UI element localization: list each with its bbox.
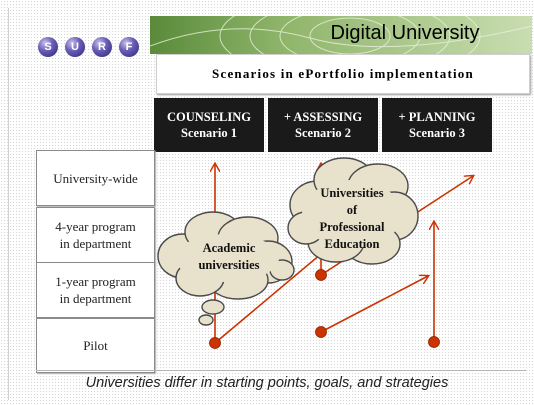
level-pilot: Pilot bbox=[36, 318, 155, 373]
scenario-2-title: + ASSESSING bbox=[283, 110, 363, 124]
title-banner: Digital University bbox=[150, 16, 532, 54]
start-dot-scenario-1 bbox=[209, 337, 221, 349]
level-label: 1-year program in department bbox=[55, 274, 136, 306]
level-university-wide: University-wide bbox=[36, 150, 155, 206]
professional-cloud-line2: of bbox=[347, 203, 358, 217]
subtitle-box: Scenarios in ePortfolio implementation bbox=[156, 54, 530, 94]
logo-letter: F bbox=[119, 37, 139, 57]
scenario-3-title: + PLANNING bbox=[398, 110, 476, 124]
caption-rule bbox=[36, 370, 526, 371]
academic-cloud-line1: Academic bbox=[203, 241, 256, 255]
subtitle-text: Scenarios in ePortfolio implementation bbox=[212, 66, 474, 81]
scenario-2-label: Scenario 2 bbox=[295, 126, 351, 140]
professional-cloud-line1: Universities bbox=[320, 186, 383, 200]
academic-universities-cloud: Academic universities bbox=[157, 211, 295, 326]
start-dot-scenario-2-upper bbox=[315, 269, 327, 281]
professional-cloud-line3: Professional bbox=[319, 220, 385, 234]
start-dot-scenario-2-lower bbox=[315, 326, 327, 338]
surf-logo: S U R F bbox=[38, 37, 139, 57]
arrow-diagonal-bottom bbox=[320, 276, 428, 333]
start-dot-scenario-3 bbox=[428, 336, 440, 348]
professional-cloud-line4: Education bbox=[325, 237, 380, 251]
logo-letter: R bbox=[92, 37, 112, 57]
academic-cloud-line2: universities bbox=[198, 258, 259, 272]
logo-letter: S bbox=[38, 37, 58, 57]
caption: Universities differ in starting points, … bbox=[85, 375, 449, 391]
left-rule bbox=[8, 8, 9, 400]
scenario-1-title: COUNSELING bbox=[166, 110, 252, 124]
level-1-year-program: 1-year program in department bbox=[36, 262, 155, 318]
page-title: Digital University bbox=[330, 22, 480, 44]
level-4-year-program: 4-year program in department bbox=[36, 207, 155, 263]
level-label: University-wide bbox=[53, 170, 138, 186]
professional-education-cloud: Universities of Professional Education bbox=[287, 157, 419, 265]
banner-swirl-decoration bbox=[150, 16, 532, 54]
level-label: Pilot bbox=[83, 338, 108, 353]
logo-letter: U bbox=[65, 37, 85, 57]
scenario-2-box: + ASSESSING Scenario 2 bbox=[268, 98, 378, 152]
scenario-3-label: Scenario 3 bbox=[409, 126, 465, 140]
scenario-1-box: COUNSELING Scenario 1 bbox=[154, 98, 264, 152]
scenario-1-label: Scenario 1 bbox=[181, 126, 237, 140]
scenario-3-box: + PLANNING Scenario 3 bbox=[382, 98, 492, 152]
level-label: 4-year program in department bbox=[55, 219, 136, 251]
